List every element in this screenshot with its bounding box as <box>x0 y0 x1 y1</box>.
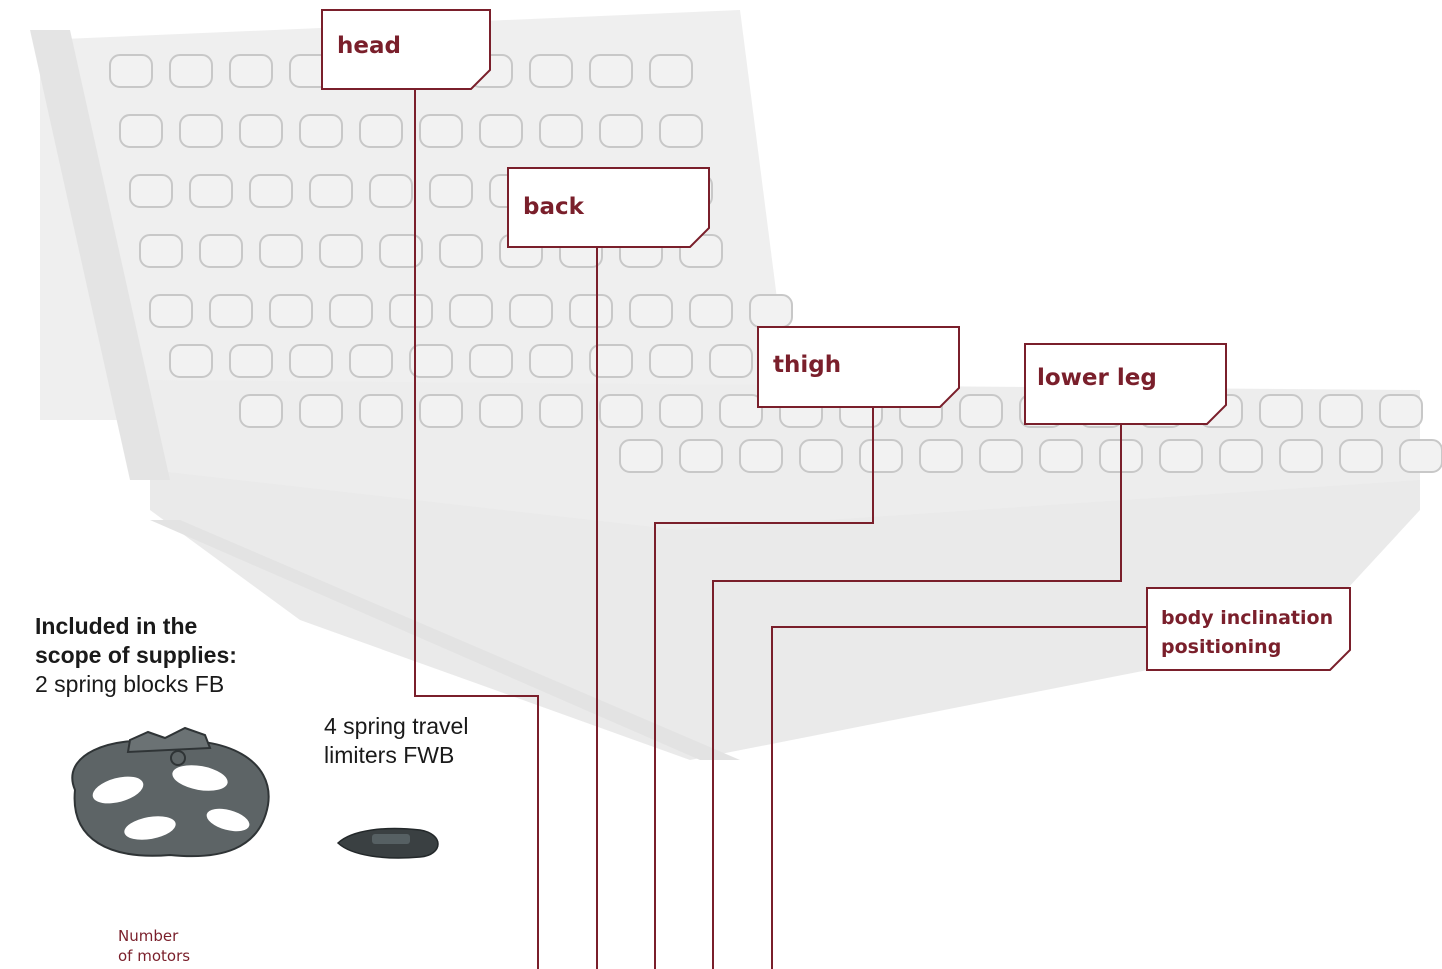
spring-element <box>980 440 1022 472</box>
spring-element <box>170 55 212 87</box>
spring-element <box>1340 440 1382 472</box>
label-lower-leg-text: lower leg <box>1037 365 1157 391</box>
label-body-inclination-line2: positioning <box>1161 636 1281 658</box>
spring-element <box>1320 395 1362 427</box>
spring-element <box>360 115 402 147</box>
spring-element <box>590 55 632 87</box>
spring-element <box>310 175 352 207</box>
spring-element <box>540 395 582 427</box>
spring-element <box>690 295 732 327</box>
spring-element <box>480 395 522 427</box>
spring-element <box>180 115 222 147</box>
spring-element <box>800 440 842 472</box>
spring-element <box>420 115 462 147</box>
spring-element <box>600 395 642 427</box>
spring-element <box>920 440 962 472</box>
limiters-line2: limiters FWB <box>324 741 524 770</box>
spring-element <box>250 175 292 207</box>
spring-element <box>150 295 192 327</box>
spring-element <box>1400 440 1442 472</box>
spring-element <box>190 175 232 207</box>
scope-heading-line2: scope of supplies: <box>35 641 295 670</box>
spring-element <box>570 295 612 327</box>
spring-travel-limiters-caption: 4 spring travel limiters FWB <box>324 712 524 770</box>
spring-element <box>530 345 572 377</box>
motors-line1: Number <box>118 926 238 946</box>
spring-element <box>210 295 252 327</box>
motors-line2: of motors <box>118 946 238 966</box>
spring-element <box>660 115 702 147</box>
spring-element <box>390 295 432 327</box>
scope-spring-blocks: 2 spring blocks FB <box>35 671 224 697</box>
spring-element <box>170 345 212 377</box>
label-head-text: head <box>337 33 401 59</box>
number-of-motors-caption: Number of motors <box>118 926 238 966</box>
spring-element <box>420 395 462 427</box>
spring-element <box>510 295 552 327</box>
spring-element <box>1260 395 1302 427</box>
spring-element <box>710 345 752 377</box>
spring-element <box>740 440 782 472</box>
spring-travel-limiter-illustration <box>338 829 438 858</box>
spring-element <box>300 115 342 147</box>
spring-element <box>470 345 512 377</box>
spring-element <box>600 115 642 147</box>
spring-element <box>370 175 412 207</box>
spring-element <box>450 295 492 327</box>
spring-element <box>230 55 272 87</box>
spring-element <box>530 55 572 87</box>
label-back: back <box>508 168 709 247</box>
spring-element <box>260 235 302 267</box>
label-thigh-text: thigh <box>773 352 841 378</box>
spring-element <box>330 295 372 327</box>
scope-of-supplies: Included in the scope of supplies: 2 spr… <box>35 612 295 699</box>
spring-element <box>350 345 392 377</box>
spring-element <box>720 395 762 427</box>
spring-element <box>650 345 692 377</box>
label-body-inclination-line1: body inclination <box>1161 607 1333 629</box>
spring-element <box>1040 440 1082 472</box>
label-back-text: back <box>523 194 585 220</box>
spring-element <box>270 295 312 327</box>
label-head: head <box>322 10 490 89</box>
spring-element <box>540 115 582 147</box>
spring-element <box>200 235 242 267</box>
spring-element <box>230 345 272 377</box>
spring-element <box>240 395 282 427</box>
scope-heading-line1: Included in the <box>35 612 295 641</box>
spring-element <box>360 395 402 427</box>
spring-element <box>140 235 182 267</box>
spring-element <box>300 395 342 427</box>
spring-element <box>430 175 472 207</box>
spring-element <box>620 440 662 472</box>
spring-element <box>960 395 1002 427</box>
spring-element <box>630 295 672 327</box>
label-body-inclination: body inclination positioning <box>1147 588 1350 670</box>
limiters-line1: 4 spring travel <box>324 712 524 741</box>
spring-element <box>120 115 162 147</box>
spring-element <box>320 235 362 267</box>
spring-element <box>440 235 482 267</box>
spring-element <box>410 345 452 377</box>
spring-element <box>130 175 172 207</box>
spring-element <box>750 295 792 327</box>
spring-block-illustration <box>72 728 268 856</box>
spring-element <box>110 55 152 87</box>
spring-element <box>680 440 722 472</box>
spring-element <box>290 345 332 377</box>
spring-element <box>860 440 902 472</box>
spring-element <box>1280 440 1322 472</box>
label-lower-leg: lower leg <box>1025 344 1226 424</box>
spring-element <box>650 55 692 87</box>
spring-element <box>240 115 282 147</box>
spring-element <box>1220 440 1262 472</box>
label-thigh: thigh <box>758 327 959 407</box>
spring-element <box>1380 395 1422 427</box>
spring-element <box>480 115 522 147</box>
spring-element <box>1160 440 1202 472</box>
spring-element <box>660 395 702 427</box>
